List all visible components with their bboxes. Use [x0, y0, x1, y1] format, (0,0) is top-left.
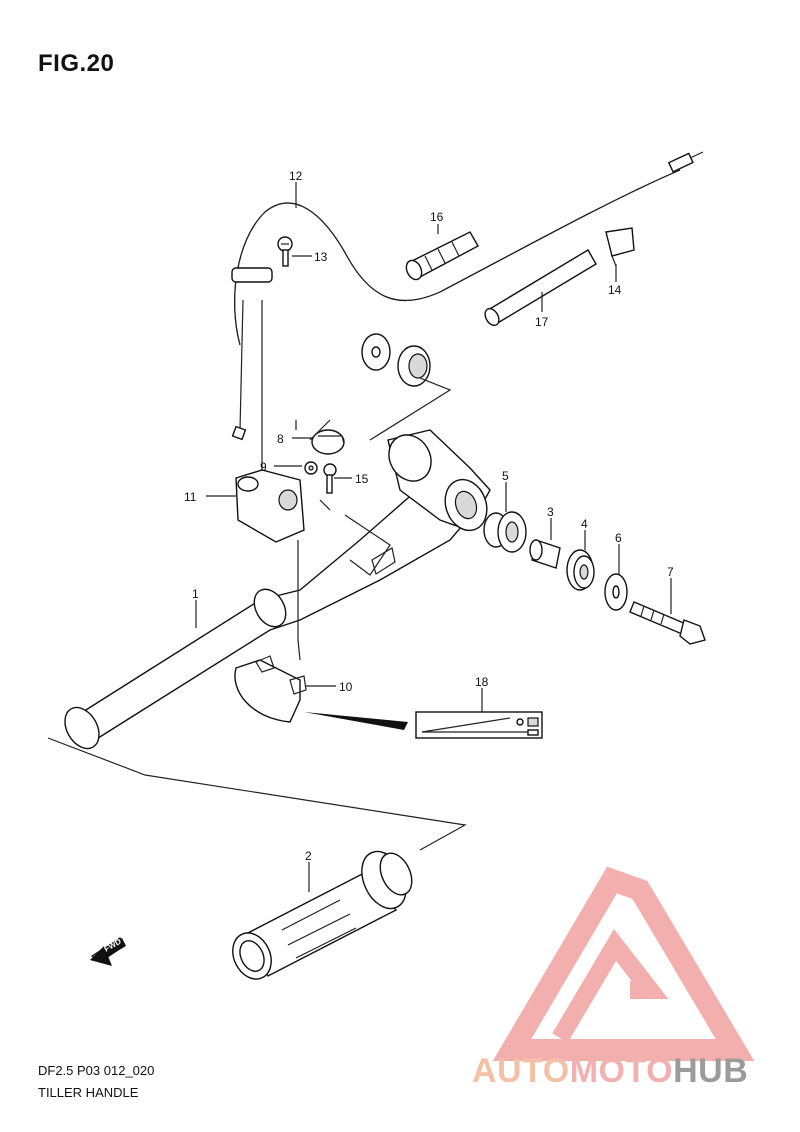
callout-13: 13 [314, 250, 328, 264]
callout-16: 16 [430, 210, 444, 224]
part-17-tube [484, 249, 597, 327]
part-3-collar [529, 539, 561, 569]
part-7-bolt [629, 601, 706, 645]
callout-7: 7 [667, 565, 674, 579]
part-5-bushing [483, 511, 527, 553]
part-6-washer [604, 573, 628, 611]
part-15-screw [323, 463, 337, 494]
callout-6: 6 [615, 531, 622, 545]
callout-18: 18 [475, 675, 489, 689]
model-code: DF2.5 P03 012_020 [38, 1063, 155, 1078]
callout-3: 3 [547, 505, 554, 519]
callout-2: 2 [305, 849, 312, 863]
part-1-tiller-handle [64, 429, 491, 750]
part-2-grip [232, 850, 413, 980]
section-title: TILLER HANDLE [38, 1085, 139, 1100]
assembly-guide-lines [47, 300, 467, 851]
part-8-knob [311, 429, 345, 455]
callout-14: 14 [608, 283, 622, 297]
callout-labels: 1 2 3 4 5 6 7 8 9 10 11 12 13 14 15 16 1… [184, 169, 674, 892]
figure-title: FIG.20 [38, 50, 115, 77]
callout-5: 5 [502, 469, 509, 483]
part-9-nut [304, 461, 318, 475]
part-18-decal [304, 711, 543, 739]
part-11-upper-clamp [235, 469, 305, 543]
callout-15: 15 [355, 472, 369, 486]
watermark-text-moto: MOTO [570, 1052, 673, 1090]
part-12-cable [231, 151, 704, 441]
part-13-screw [277, 236, 293, 267]
part-4-washer [566, 549, 595, 591]
watermark-text-auto: AUTO [472, 1052, 570, 1090]
watermark-logo: AUTOMOTOHUB [472, 866, 755, 1090]
washer-bushing-top [361, 333, 431, 387]
fwd-arrow-icon: FWD [90, 937, 126, 966]
callout-11: 11 [184, 490, 197, 504]
callout-10: 10 [339, 680, 353, 694]
callout-1: 1 [192, 587, 199, 601]
callout-17: 17 [535, 315, 549, 329]
part-10-lower-clamp [234, 655, 307, 723]
callout-4: 4 [581, 517, 588, 531]
part-16-sleeve [405, 231, 479, 281]
callout-9: 9 [260, 460, 267, 474]
watermark-text-hub: HUB [673, 1052, 748, 1090]
svg-text:AUTOMOTOHUB: AUTOMOTOHUB [472, 1052, 748, 1090]
callout-8: 8 [277, 432, 284, 446]
callout-12: 12 [289, 169, 303, 183]
part-14-clip [605, 227, 635, 267]
